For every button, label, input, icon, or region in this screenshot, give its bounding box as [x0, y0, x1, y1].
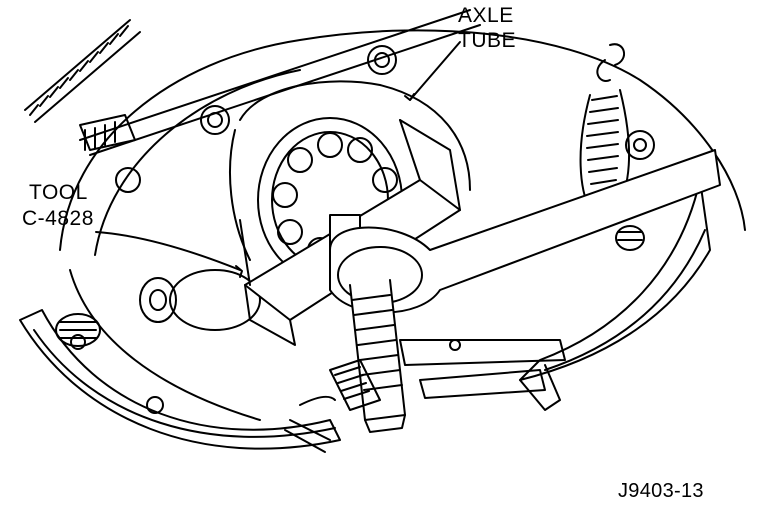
figure-id: J9403-13: [618, 480, 704, 502]
parking-strut: [400, 340, 565, 398]
backing-plate: [60, 30, 745, 420]
leader-axle-tube: [405, 42, 460, 100]
hold-down-spring-left: [56, 314, 100, 349]
adjuster-spring-lower: [285, 360, 380, 452]
callout-tool-line1: TOOL: [29, 181, 88, 204]
forcing-screw: [350, 280, 405, 432]
callout-axle-tube-line2: TUBE: [458, 29, 517, 52]
return-spring-upper-left: [25, 20, 140, 122]
hold-down-spring-right: [616, 226, 644, 250]
leader-tool: [96, 232, 242, 277]
callout-axle-tube-line1: AXLE: [458, 4, 514, 27]
callout-tool-line2: C-4828: [22, 207, 94, 230]
brake-shoe-lower: [20, 180, 710, 449]
